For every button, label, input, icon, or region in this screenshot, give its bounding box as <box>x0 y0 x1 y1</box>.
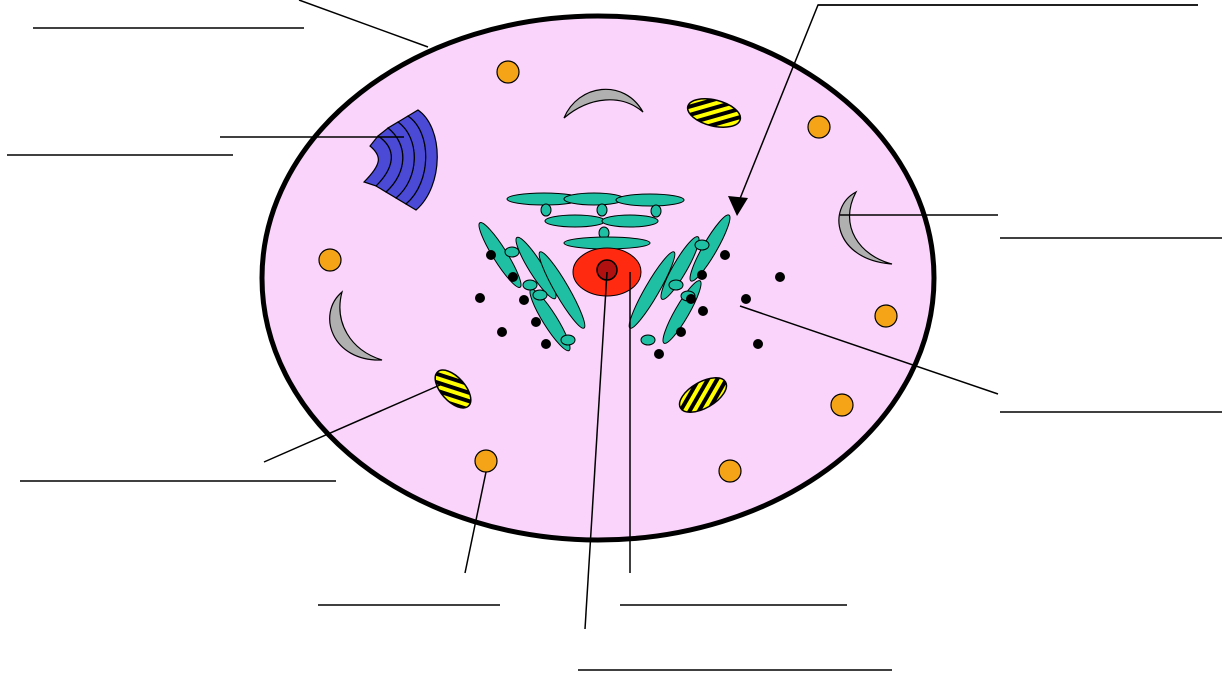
lysosome <box>475 450 497 472</box>
lysosome <box>497 61 519 83</box>
ribosome <box>686 294 696 304</box>
ribosome <box>519 295 529 305</box>
ribosome <box>541 339 551 349</box>
ribosome <box>753 339 763 349</box>
ribosome <box>497 327 507 337</box>
lysosome <box>719 460 741 482</box>
ribosome <box>698 306 708 316</box>
ribosome <box>475 293 485 303</box>
ribosome <box>741 294 751 304</box>
leader-cell-membrane <box>299 0 428 47</box>
ribosome <box>531 317 541 327</box>
lysosome <box>875 305 897 327</box>
ribosome <box>697 270 707 280</box>
ribosome <box>654 349 664 359</box>
lysosome <box>831 394 853 416</box>
ribosome <box>676 327 686 337</box>
lysosome <box>808 116 830 138</box>
ribosome <box>720 250 730 260</box>
lysosome <box>319 249 341 271</box>
ribosome <box>486 250 496 260</box>
ribosome <box>775 272 785 282</box>
ribosome <box>508 272 518 282</box>
